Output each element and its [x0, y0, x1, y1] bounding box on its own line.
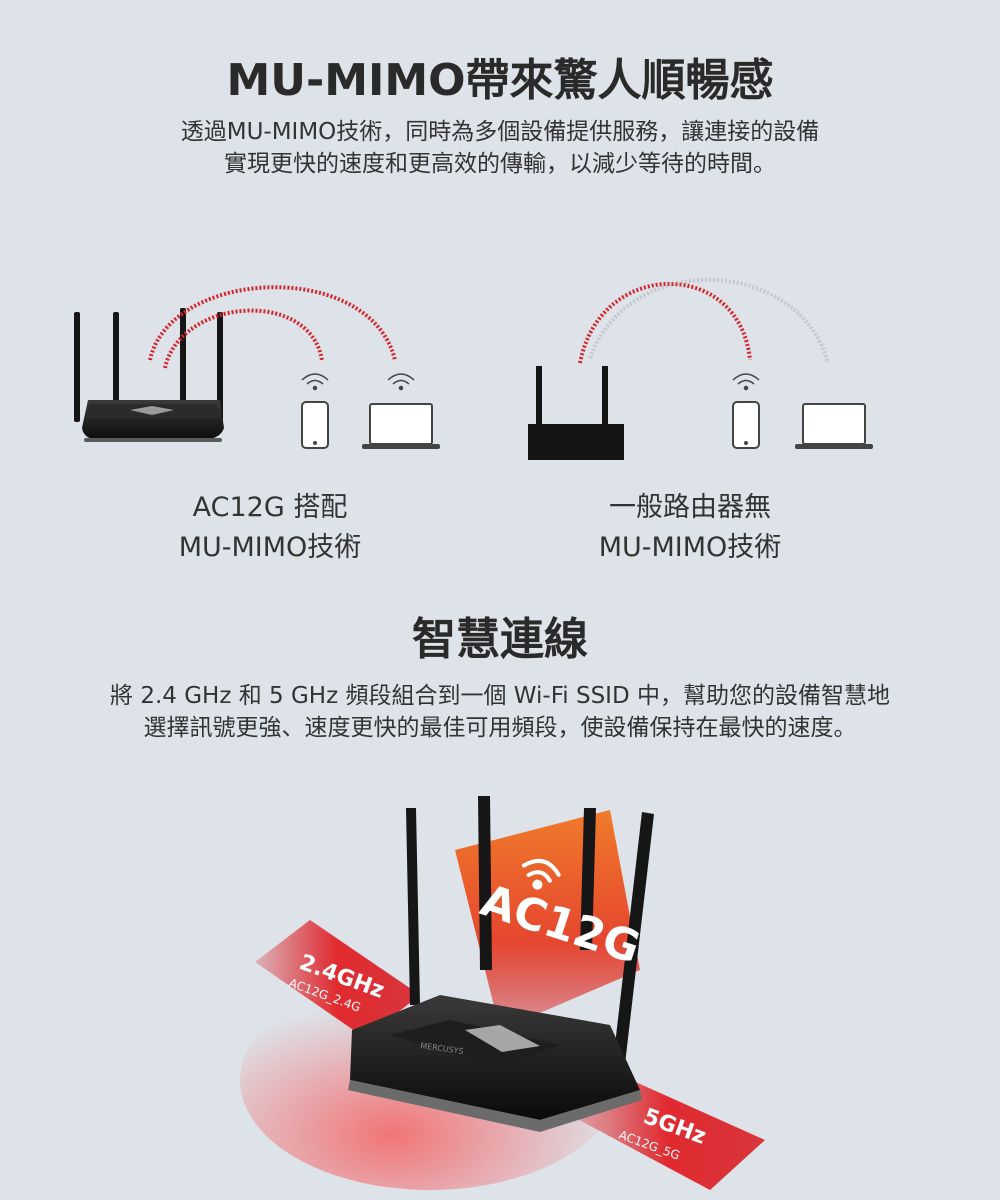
generic-router-icon	[528, 366, 624, 460]
smart-connect-illustration: MERCUSYS AC12G 2.4GHz AC12G_2.4G 5GHz AC…	[240, 796, 765, 1190]
wifi-icon	[732, 373, 760, 391]
section2-description-line2: 選擇訊號更強、速度更快的最佳可用頻段，使設備保持在最快的速度。	[143, 715, 857, 741]
section1-description: 透過MU-MIMO技術，同時為多個設備提供服務，讓連接的設備 實現更快的速度和更…	[0, 116, 1000, 180]
generic-router-caption-line1: 一般路由器無	[609, 492, 771, 523]
ac12g-caption-line1: AC12G 搭配	[192, 492, 348, 523]
router-antennas	[406, 796, 654, 1090]
section1-description-line1: 透過MU-MIMO技術，同時為多個設備提供服務，讓連接的設備	[180, 119, 820, 145]
ac12g-caption: AC12G 搭配 MU-MIMO技術	[110, 488, 430, 568]
wifi-icon	[521, 858, 561, 890]
phone-icon	[301, 401, 329, 449]
section1-title: MU-MIMO帶來驚人順暢感	[226, 55, 774, 106]
laptop-icon	[362, 403, 440, 449]
section2-description: 將 2.4 GHz 和 5 GHz 頻段組合到一個 Wi-Fi SSID 中，幫…	[0, 680, 1000, 744]
generic-router-caption-line2: MU-MIMO技術	[598, 532, 782, 563]
laptop-icon	[795, 403, 873, 449]
ac12g-caption-line2: MU-MIMO技術	[178, 532, 362, 563]
generic-router-caption: 一般路由器無 MU-MIMO技術	[530, 488, 850, 568]
section2-description-line1: 將 2.4 GHz 和 5 GHz 頻段組合到一個 Wi-Fi SSID 中，幫…	[110, 683, 890, 709]
wifi-icon	[301, 373, 329, 391]
router-icon: MERCUSYS	[348, 995, 642, 1132]
wifi-icon	[387, 373, 415, 391]
phone-icon	[732, 401, 760, 449]
section2-title: 智慧連線	[412, 614, 588, 665]
ac12g-router-icon	[74, 308, 224, 442]
mu-mimo-signal-arcs	[148, 285, 397, 369]
band-24ghz	[255, 920, 420, 1038]
generic-signal-arcs	[578, 277, 830, 364]
section1-description-line2: 實現更快的速度和更高效的傳輸，以減少等待的時間。	[224, 151, 776, 177]
mu-mimo-comparison-illustration	[74, 277, 873, 460]
